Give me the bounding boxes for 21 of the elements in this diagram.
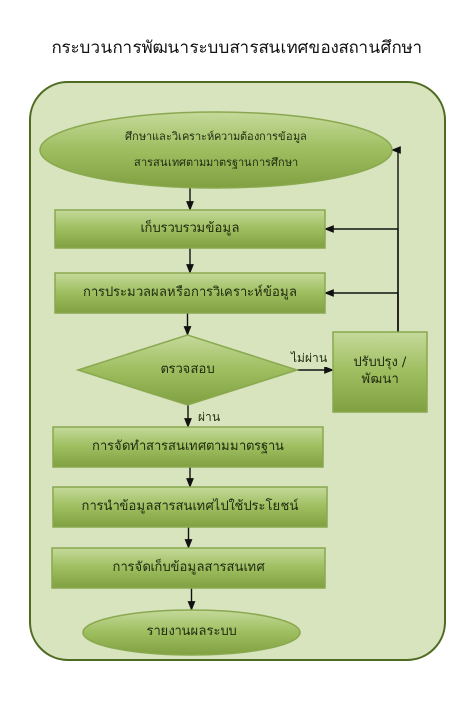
arrow xyxy=(184,405,192,428)
node-text: การจัดทำสารสนเทศตามมาตรฐาน xyxy=(92,438,284,456)
node-text: ศึกษาและวิเคราะห์ความต้องการข้อมูล xyxy=(125,130,307,144)
node-text: การประมวลผลหรือการวิเคราะห์ข้อมูล xyxy=(83,284,297,302)
diagram-title: กระบวนการพัฒนาระบบสารสนเทศของสถานศึกษา xyxy=(50,37,424,60)
arrow xyxy=(324,289,399,332)
node-text: สารสนเทศตามมาตรฐานการศึกษา xyxy=(134,156,298,170)
arrow xyxy=(188,588,196,611)
node-text: การจัดเก็บข้อมูลสารสนเทศ xyxy=(112,560,264,576)
arrow xyxy=(184,313,192,336)
arrow xyxy=(186,188,194,211)
arrow xyxy=(184,527,192,549)
node-text: เก็บรวบรวมข้อมูล xyxy=(140,220,240,238)
edge-label: ไม่ผ่าน xyxy=(289,348,329,367)
node-text: ปรับปรุง / พัฒนา xyxy=(352,355,408,389)
arrow xyxy=(186,467,194,488)
node-text: ตรวจสอบ xyxy=(160,362,214,378)
node-text: รายงานผลระบบ xyxy=(146,624,236,641)
node-text: การนำข้อมูลสารสนเทศไปใช้ประโยชน์ xyxy=(82,498,298,516)
arrow xyxy=(186,248,194,274)
arrow xyxy=(297,366,334,374)
